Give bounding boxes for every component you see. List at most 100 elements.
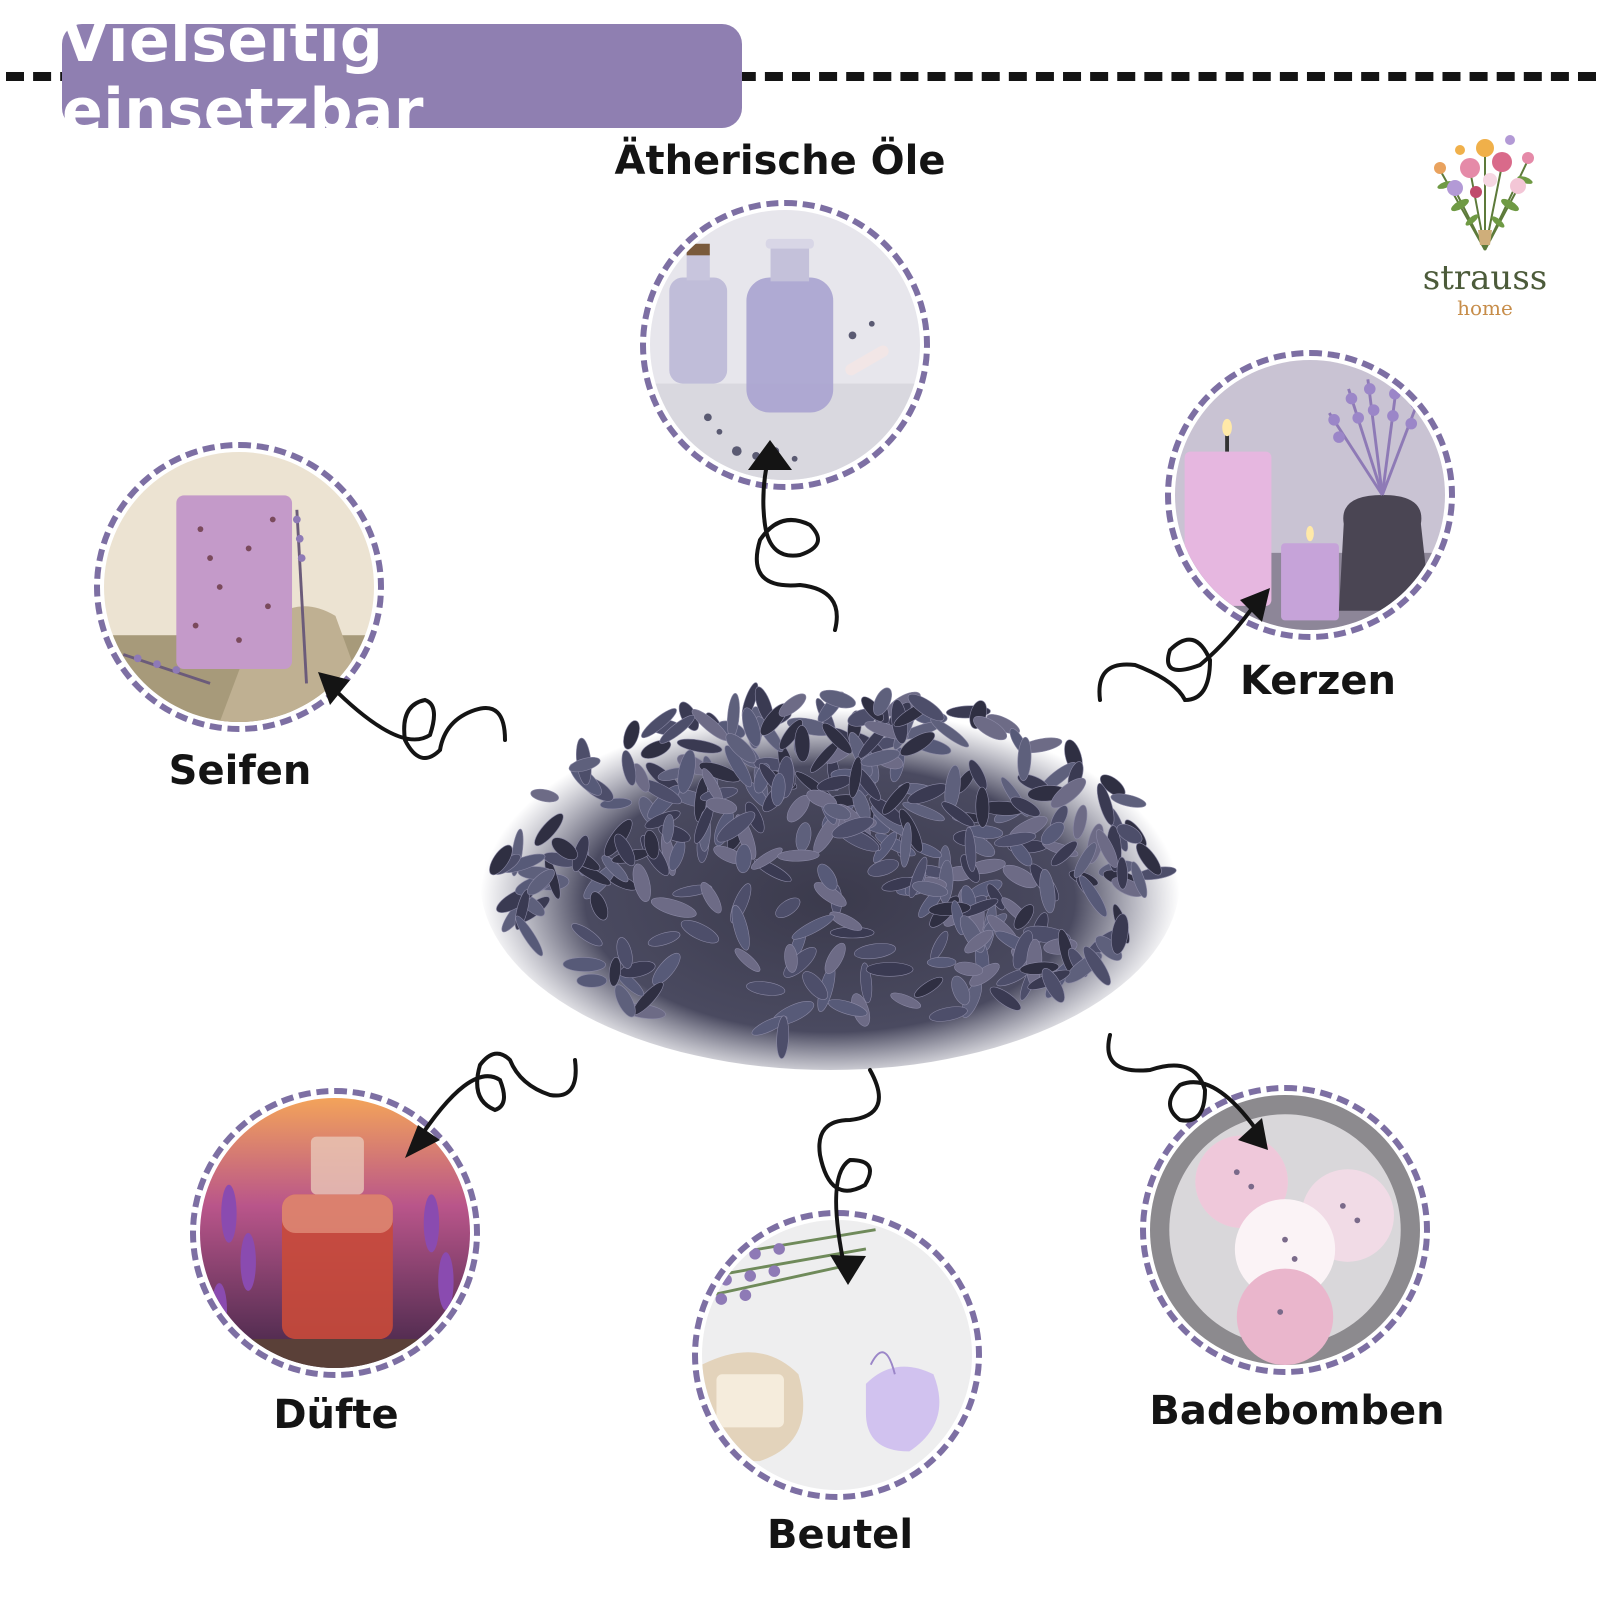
lavender-bud (776, 1015, 789, 1059)
lavender-bud (676, 738, 723, 754)
lavender-bud (900, 822, 912, 868)
lavender-bud (576, 973, 608, 988)
lavender-bud (1013, 904, 1035, 930)
lavender-bud (614, 833, 636, 867)
label-bathbombs: Badebomben (1149, 1388, 1445, 1434)
lavender-bud (823, 802, 851, 821)
lavender-bud (1039, 868, 1056, 914)
lavender-bud (954, 961, 984, 977)
lavender-bud (873, 687, 892, 716)
essential-oils-circle (640, 200, 930, 490)
lavender-bud (621, 750, 637, 786)
lavender-bud (652, 952, 681, 986)
lavender-bud (1010, 796, 1041, 817)
lavender-bud (964, 826, 977, 872)
lavender-bud (527, 868, 555, 896)
lavender-bud (848, 756, 863, 799)
lavender-bud (926, 956, 957, 968)
lavender-bud (890, 992, 922, 1009)
lavender-bud (1073, 842, 1097, 879)
lavender-bud (551, 837, 578, 861)
lavender-bud (705, 797, 738, 815)
lavender-bud (914, 976, 944, 998)
lavender-bud (964, 929, 994, 954)
perfume-bottle-image (200, 1098, 470, 1368)
lavender-bud (489, 844, 513, 876)
lavender-bud (750, 847, 783, 870)
lavender-bud (778, 693, 807, 717)
lavender-bud (643, 830, 660, 860)
lavender-bud (912, 880, 949, 897)
lavender-bud (735, 843, 752, 874)
soaps-circle (94, 442, 384, 732)
lavender-bud (941, 801, 975, 827)
lavender-bud (662, 814, 675, 844)
lavender-bud (902, 801, 945, 822)
bathbombs-circle (1140, 1085, 1430, 1375)
lavender-bud (873, 831, 898, 863)
lavender-bud (860, 749, 901, 767)
lavender-bud (989, 986, 1022, 1011)
header-banner: Vielseitig einsetzbar (62, 6, 742, 146)
brand-name: strauss (1422, 258, 1548, 298)
lavender-bud (616, 937, 633, 969)
lavender-bud (831, 816, 874, 839)
lavender-bud (742, 707, 761, 747)
lavender-bud (853, 943, 897, 960)
brand-logo: strauss home (1410, 110, 1560, 320)
lavender-bud (1110, 793, 1147, 808)
lavender-bud (614, 984, 636, 1018)
page-title: Vielseitig einsetzbar (62, 6, 425, 146)
lavender-bud (1050, 840, 1078, 867)
lavender-bud (716, 811, 756, 843)
lavender-bud (534, 813, 564, 847)
lavender-bud (751, 1015, 788, 1036)
lavender-bud (677, 749, 696, 794)
lavender-bud (821, 722, 853, 754)
lavender-pile-image (480, 682, 1180, 1070)
lavender-bud (867, 859, 899, 877)
lavender-bud (882, 782, 911, 815)
lavender-bud (1040, 821, 1065, 846)
lavender-bud (1083, 946, 1111, 986)
lavender-bud (865, 962, 914, 977)
lavender-bud (1096, 782, 1115, 826)
lavender-bud (746, 981, 786, 996)
lavender-bud (640, 739, 672, 759)
lavender-bud (571, 923, 603, 947)
lavender-bud (1002, 864, 1038, 889)
lavender-bud (647, 931, 681, 947)
lavender-bud (590, 891, 609, 921)
lavender-bud (929, 1006, 968, 1022)
lavender-bud (1072, 804, 1088, 840)
flower-bouquet-icon (1434, 135, 1534, 251)
lavender-bud (975, 786, 990, 828)
lavender-bud (734, 948, 761, 972)
lavender-bud (1111, 913, 1129, 955)
lavender-bud (794, 725, 811, 763)
lavender-bud (899, 731, 936, 757)
label-scents: Düfte (273, 1392, 399, 1438)
lavender-bud (700, 882, 722, 914)
lavender-bud (1041, 968, 1065, 1003)
essential-oil-bottles-image (650, 210, 920, 480)
label-soaps: Seifen (168, 748, 312, 794)
lavender-bud (819, 689, 856, 709)
candles-circle (1165, 350, 1455, 640)
brand-subname: home (1457, 296, 1513, 320)
header-dashed-line (6, 72, 1596, 81)
lavender-bud (1050, 777, 1087, 809)
bath-bombs-image (1150, 1095, 1420, 1365)
lavender-bud (530, 788, 559, 803)
label-candles: Kerzen (1239, 658, 1397, 704)
lavender-bud (1135, 842, 1162, 876)
lavender-bud (731, 904, 750, 951)
lavender-bud (724, 745, 753, 788)
lavender-bud (951, 975, 971, 1006)
lavender-bud (791, 914, 835, 940)
lavender-bud (907, 693, 945, 722)
lavender-bud (725, 733, 757, 764)
lavender-bud (650, 897, 697, 918)
lavender-bud (641, 708, 677, 739)
lavender-bud (1095, 829, 1118, 868)
